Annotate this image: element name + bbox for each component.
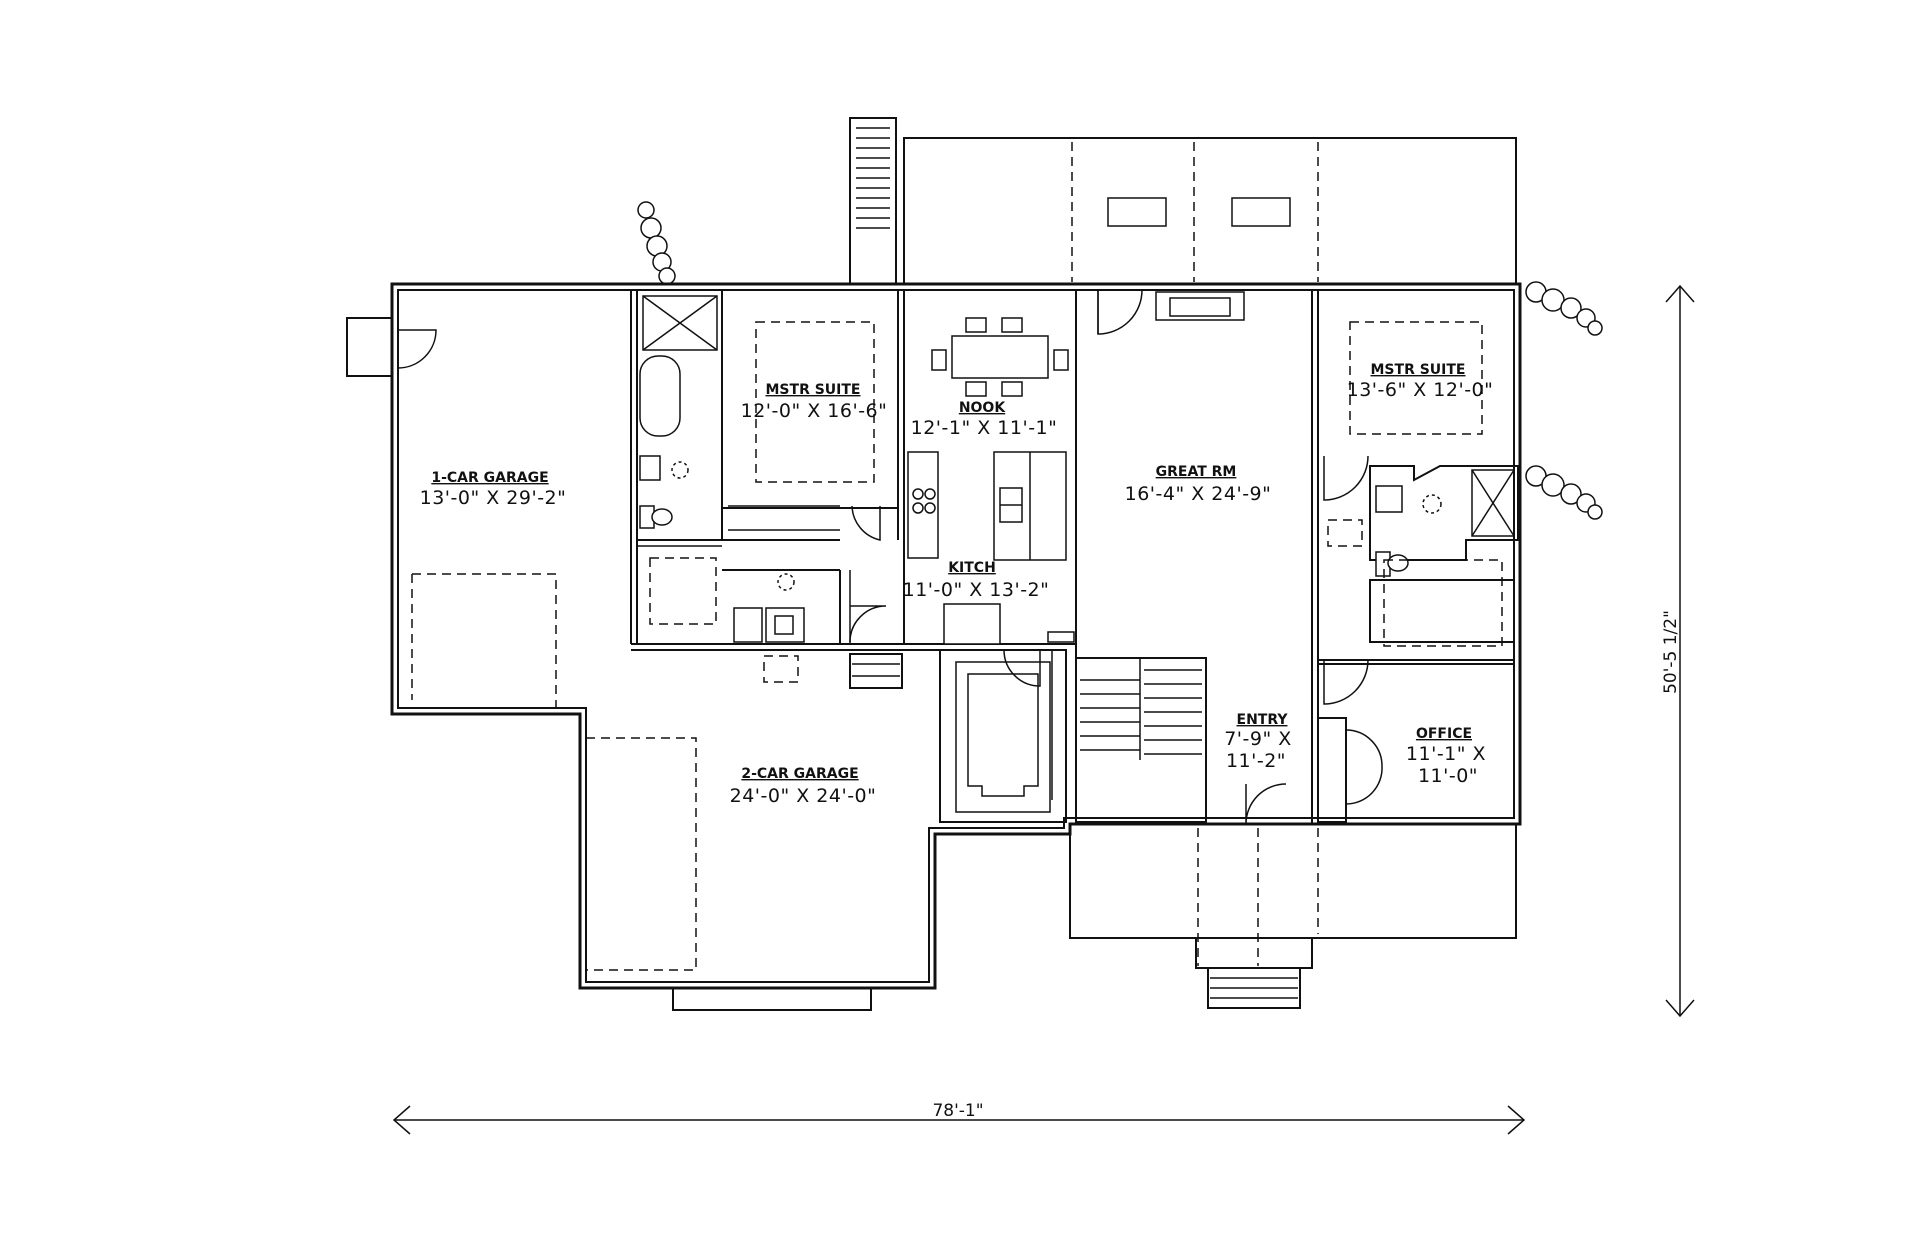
rear-patio — [903, 137, 1517, 285]
office-dims-2: 11'-0" — [1418, 765, 1478, 787]
room-label-nook: NOOK 12'-1" X 11'-1" — [911, 400, 1058, 439]
room-label-garage2: 2-CAR GARAGE 24'-0" X 24'-0" — [730, 766, 877, 807]
master-suite-left-bed — [728, 321, 881, 541]
shrub-left — [637, 201, 676, 285]
office — [1317, 717, 1383, 823]
side-door-stoop — [346, 317, 437, 377]
garage1-name: 1-CAR GARAGE — [431, 470, 548, 486]
garage-bump — [672, 987, 872, 1011]
kitch-dims: 11'-0" X 13'-2" — [903, 579, 1050, 601]
great-room — [1097, 289, 1287, 825]
garage-parking — [411, 573, 697, 971]
depth-dimension-line: 50'-5 1/2" — [1661, 284, 1695, 1018]
mstr1-dims: 12'-0" X 16'-6" — [741, 400, 888, 422]
office-dims-1: 11'-1" X — [1406, 743, 1486, 765]
nook-name: NOOK — [959, 400, 1007, 416]
room-label-entry: ENTRY 7'-9" X 11'-2" — [1224, 712, 1292, 772]
front-porch — [1069, 823, 1517, 1009]
room-label-office: OFFICE 11'-1" X 11'-0" — [1406, 726, 1486, 787]
depth-dimension: 50'-5 1/2" — [1661, 610, 1681, 694]
garage2-name: 2-CAR GARAGE — [741, 766, 858, 782]
garage1-dims: 13'-0" X 29'-2" — [420, 487, 567, 509]
width-dimension-line: 78'-1" — [392, 1101, 1526, 1135]
nook-dims: 12'-1" X 11'-1" — [911, 417, 1058, 439]
room-label-great: GREAT RM 16'-4" X 24'-9" — [1125, 464, 1272, 505]
rear-stairs — [849, 117, 897, 285]
interior-walls — [630, 290, 1514, 824]
laundry — [733, 570, 903, 689]
kitchen — [907, 451, 1075, 823]
mstr2-name: MSTR SUITE — [1371, 362, 1466, 378]
office-name: OFFICE — [1416, 726, 1472, 742]
shrub-right-top — [1525, 281, 1603, 336]
width-dimension: 78'-1" — [932, 1101, 983, 1121]
mstr1-name: MSTR SUITE — [766, 382, 861, 398]
room-label-mstr2: MSTR SUITE 13'-6" X 12'-0" — [1347, 362, 1494, 401]
master-bath-left — [637, 295, 722, 625]
garage2-dims: 24'-0" X 24'-0" — [730, 785, 877, 807]
entry-dims-2: 11'-2" — [1226, 750, 1286, 772]
shrub-right-mid — [1525, 465, 1603, 520]
great-dims: 16'-4" X 24'-9" — [1125, 483, 1272, 505]
master-bath-right — [1323, 321, 1519, 705]
nook-table — [931, 317, 1069, 397]
interior-stairs — [1075, 657, 1207, 823]
great-name: GREAT RM — [1156, 464, 1237, 480]
room-label-kitch: KITCH 11'-0" X 13'-2" — [903, 560, 1050, 601]
entry-dims-1: 7'-9" X — [1224, 728, 1292, 750]
mstr2-dims: 13'-6" X 12'-0" — [1347, 379, 1494, 401]
room-label-mstr1: MSTR SUITE 12'-0" X 16'-6" — [741, 382, 888, 422]
kitch-name: KITCH — [948, 560, 996, 576]
room-label-garage1: 1-CAR GARAGE 13'-0" X 29'-2" — [420, 470, 567, 509]
entry-name: ENTRY — [1237, 712, 1289, 728]
